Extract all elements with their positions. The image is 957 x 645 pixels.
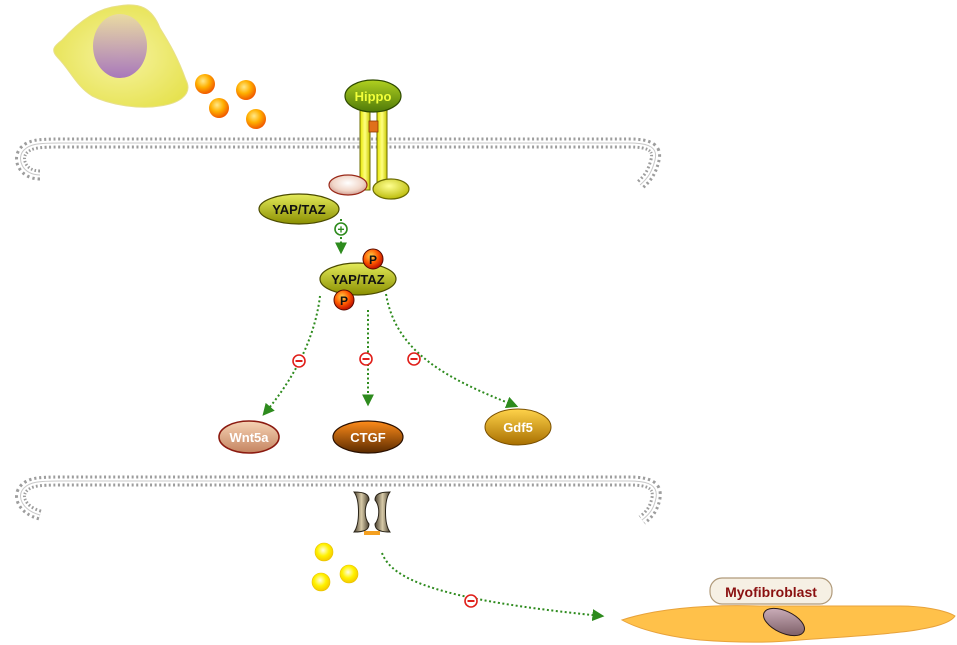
receptor-pink-foot	[328, 174, 368, 196]
yap-taz-node: YAP/TAZ	[258, 193, 340, 225]
yap-taz-label: YAP/TAZ	[272, 202, 326, 217]
ctgf-label: CTGF	[350, 430, 385, 445]
channel-left-half	[353, 491, 370, 533]
inhibition-arrows	[262, 293, 519, 416]
wnt5a-node: Wnt5a	[218, 420, 280, 454]
svg-text:P: P	[340, 294, 348, 308]
gdf5-node: Gdf5	[484, 408, 552, 446]
hippo-receptor: Hippo	[328, 79, 410, 200]
lower-cell-membrane	[15, 475, 662, 525]
activation-arrow: +	[334, 219, 348, 255]
released-ball	[311, 572, 331, 592]
ctgf-node: CTGF	[332, 420, 404, 454]
channel-right-half	[374, 491, 391, 533]
arrow-to-myofibroblast	[381, 552, 605, 622]
phosphate-top	[362, 248, 384, 270]
wnt5a-label: Wnt5a	[230, 430, 270, 445]
myofibroblast-nucleus	[763, 607, 805, 637]
ligand-ball	[246, 109, 266, 129]
secreting-cell-nucleus	[93, 14, 147, 78]
ligand-ball	[195, 74, 215, 94]
receptor-yellow-foot	[372, 178, 410, 200]
gdf5-label: Gdf5	[503, 420, 533, 435]
myofibroblast-label-box	[709, 577, 833, 605]
arrow-to-gdf5	[385, 293, 519, 409]
released-ball	[339, 564, 359, 584]
hippo-node	[344, 79, 402, 113]
hippo-label: Hippo	[355, 89, 392, 104]
activation-sign	[334, 222, 348, 236]
svg-text:+: +	[337, 223, 344, 237]
phospho-yap-taz-label: YAP/TAZ	[331, 272, 385, 287]
svg-text:P: P	[369, 253, 377, 267]
arrow-to-wnt5a	[262, 295, 321, 416]
secreting-cell	[53, 4, 189, 108]
phosphate-bottom	[333, 289, 355, 311]
membrane-channel	[352, 490, 392, 535]
receptor-bar-right	[376, 109, 388, 191]
upper-cell-membrane	[15, 137, 662, 190]
released-molecules	[311, 542, 359, 592]
secreted-ligands	[195, 74, 266, 129]
phospho-yap-taz-node: YAP/TAZ P P	[319, 248, 397, 311]
ligand-ball	[236, 80, 256, 100]
myofibroblast: Myofibroblast	[620, 577, 956, 643]
receptor-link	[368, 120, 379, 133]
myofibroblast-label: Myofibroblast	[725, 584, 817, 600]
released-ball	[314, 542, 334, 562]
ligand-ball	[209, 98, 229, 118]
